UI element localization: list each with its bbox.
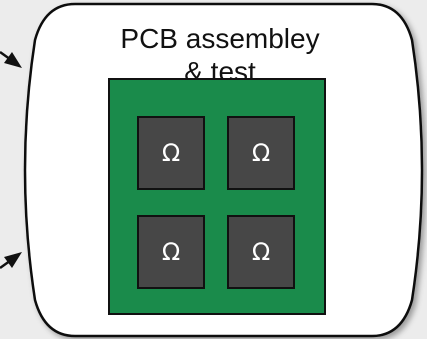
station-title-line1: PCB assembley	[120, 23, 320, 54]
resistor-component: Ω	[137, 116, 205, 190]
incoming-arrow-bottom-head	[4, 252, 22, 268]
resistor-component: Ω	[137, 215, 205, 289]
incoming-arrow-top-head	[4, 52, 22, 68]
resistor-component: Ω	[227, 116, 295, 190]
pcb-board: Ω Ω Ω Ω	[108, 78, 326, 315]
resistor-component: Ω	[227, 215, 295, 289]
